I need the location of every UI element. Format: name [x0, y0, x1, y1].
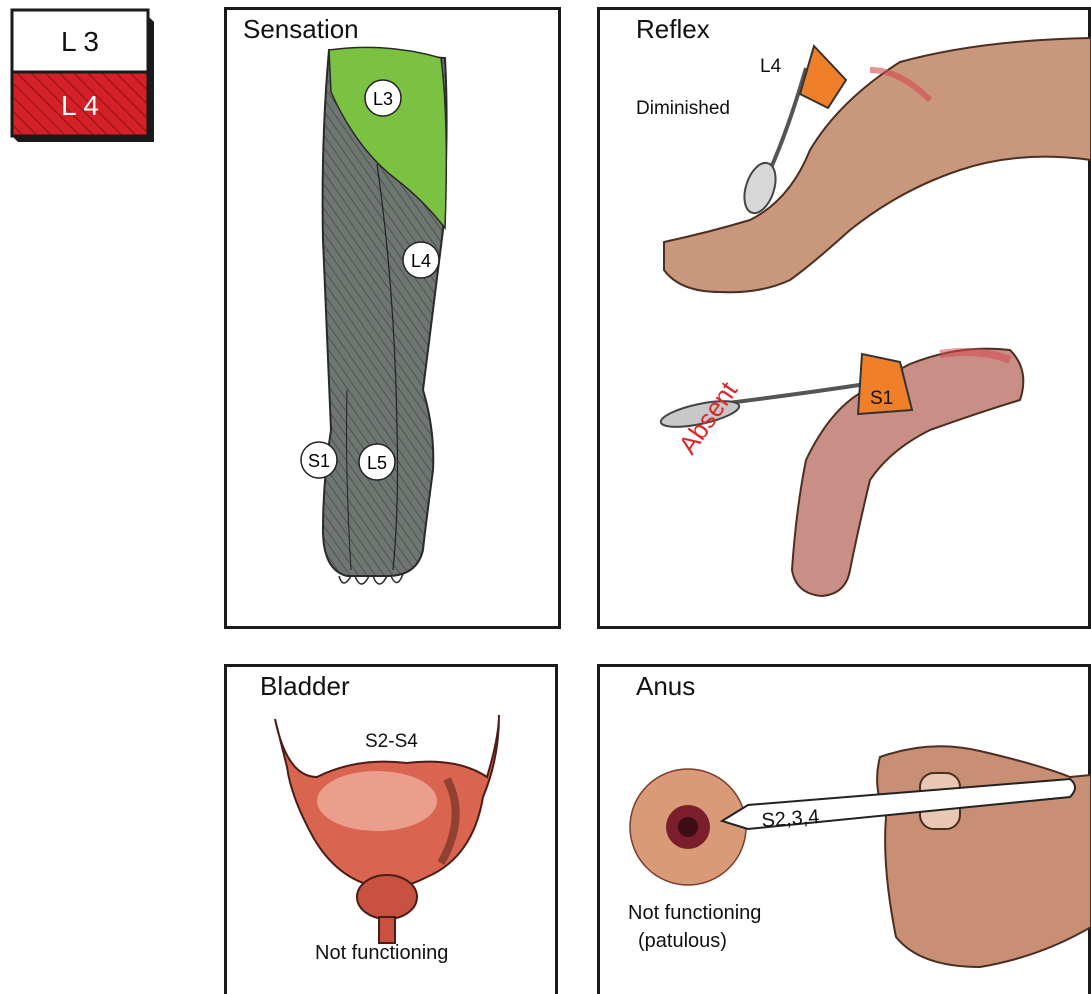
- anus-status-line2: (patulous): [638, 930, 727, 952]
- l5-marker: L5: [359, 444, 395, 480]
- l4-marker: L4: [403, 242, 439, 278]
- ankle-level-label: S1: [870, 388, 893, 409]
- knee-leg-shape: [664, 38, 1091, 292]
- anus-title: Anus: [636, 671, 695, 702]
- level-legend: L 3 L 4: [8, 8, 154, 142]
- sensation-panel: L3 L4 S1 L5 Sensation: [224, 7, 561, 629]
- s1-marker: S1: [301, 442, 337, 478]
- reflex-illustration: L4 Diminished S1 Absent: [600, 10, 1091, 626]
- knee-reflex-status: Diminished: [636, 98, 730, 119]
- legend-l4-label: L 4: [61, 90, 99, 121]
- anus-status-line1: Not functioning: [628, 902, 761, 924]
- anus-panel: S2,3,4 Not functioning (patulous) Anus: [597, 664, 1091, 994]
- svg-text:S1: S1: [308, 451, 330, 471]
- sensation-title: Sensation: [243, 14, 359, 45]
- anus-level-label: S2,3,4: [761, 806, 820, 832]
- ankle-leg-shape: [792, 349, 1023, 596]
- reflex-title: Reflex: [636, 14, 710, 45]
- bladder-status: Not functioning: [315, 942, 448, 964]
- knee-level-label: L4: [760, 56, 782, 77]
- reflex-panel: L4 Diminished S1 Absent Reflex: [597, 7, 1091, 629]
- bladder-outlet: [357, 875, 417, 919]
- knee-hammer-head: [800, 46, 846, 108]
- bladder-level-label: S2-S4: [365, 731, 418, 752]
- bladder-title: Bladder: [260, 671, 350, 702]
- bladder-illustration: S2-S4 Not functioning: [227, 667, 555, 994]
- anus-illustration: S2,3,4 Not functioning (patulous): [600, 667, 1091, 994]
- leg-dermatome-illustration: L3 L4 S1 L5: [227, 10, 558, 626]
- legend-l3-label: L 3: [61, 26, 99, 57]
- svg-text:L4: L4: [411, 251, 431, 271]
- svg-text:L5: L5: [367, 453, 387, 473]
- bladder-panel: S2-S4 Not functioning Bladder: [224, 664, 558, 994]
- l3-marker: L3: [365, 80, 401, 116]
- svg-text:L3: L3: [373, 89, 393, 109]
